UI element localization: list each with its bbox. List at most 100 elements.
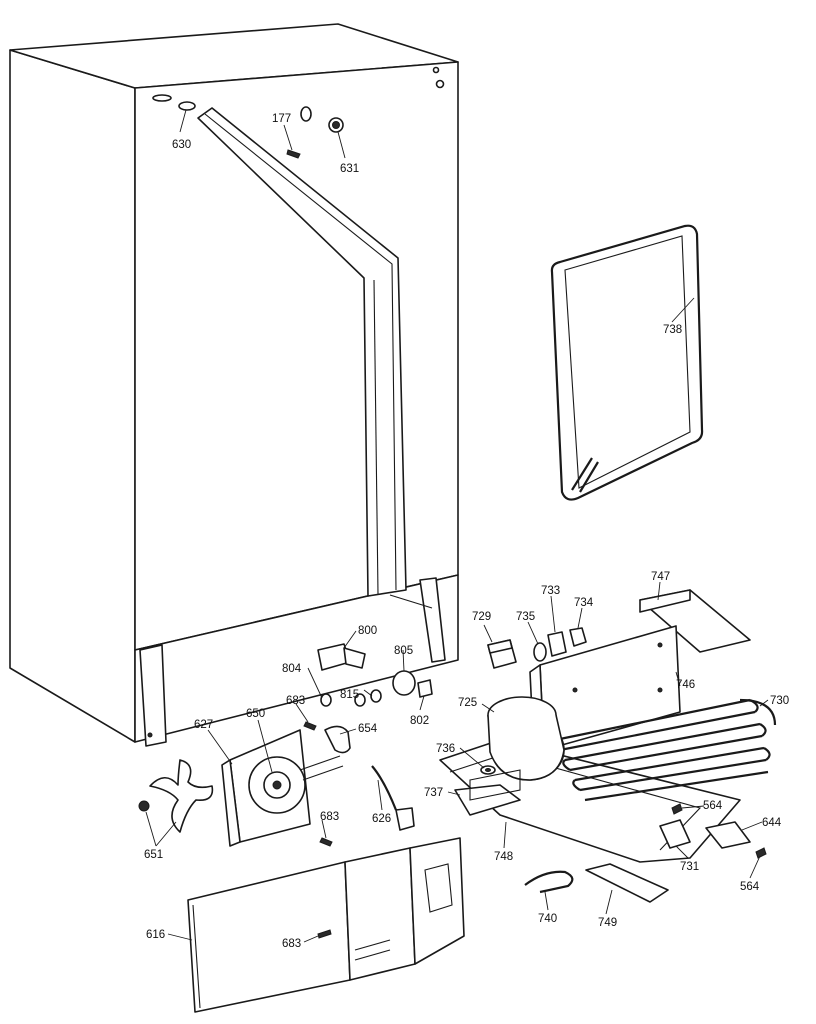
part-740-clip — [524, 870, 574, 894]
cover-left-panel — [187, 861, 351, 1013]
heater-loop-inner — [564, 235, 691, 489]
part-564-screw-a — [671, 803, 683, 815]
motor-leads — [299, 755, 344, 781]
callout-627: 627 — [194, 719, 213, 731]
drain-trough-edge — [204, 113, 397, 591]
grommet-hole — [485, 768, 491, 772]
cabinet-lower-back — [134, 574, 459, 743]
callout-731: 731 — [680, 861, 699, 873]
leader-lines — [145, 109, 769, 943]
callout-749: 749 — [598, 917, 617, 929]
callout-630: 630 — [172, 139, 191, 151]
callout-725: 725 — [458, 697, 477, 709]
heater-loop-leads — [571, 457, 599, 493]
callout-805: 805 — [394, 645, 413, 657]
callout-800: 800 — [358, 625, 377, 637]
part-683-screw-a — [303, 721, 317, 731]
cover-edge — [192, 904, 201, 1009]
part-564-screw-b — [755, 847, 767, 859]
part-631-plug-center — [332, 121, 340, 129]
part-644-bracket — [705, 821, 751, 849]
part-626-plug — [395, 807, 415, 831]
callout-683-lower: 683 — [282, 938, 301, 950]
callout-labels: 630 177 631 738 747 733 734 735 729 800 … — [144, 113, 789, 950]
callout-802: 802 — [410, 715, 429, 727]
part-651-nut — [138, 800, 150, 812]
part-729-relay-top — [487, 639, 513, 654]
callout-746: 746 — [676, 679, 695, 691]
part-731-bracket — [659, 819, 691, 849]
shroud-hole — [572, 687, 578, 693]
callout-564-lower: 564 — [740, 881, 760, 893]
part-805-fitting — [392, 670, 416, 696]
drain-trough-edge-inner — [373, 279, 379, 595]
callout-804: 804 — [282, 663, 302, 675]
part-802-clamp — [417, 679, 433, 698]
callout-651: 651 — [144, 849, 163, 861]
part-747-shelf-edge — [639, 589, 691, 613]
part-748-base-pan — [439, 739, 741, 863]
callout-748: 748 — [494, 851, 513, 863]
cabinet-side-panel — [9, 49, 136, 743]
motor-shaft — [272, 780, 282, 790]
callout-730: 730 — [770, 695, 789, 707]
callout-740: 740 — [538, 913, 557, 925]
condenser-bends-right — [749, 699, 771, 761]
part-736-grommet — [480, 765, 496, 775]
leg-edge-line — [389, 594, 433, 609]
part-738-heater-loop — [550, 224, 704, 501]
callout-654: 654 — [358, 723, 378, 735]
part-815-washer-1 — [354, 693, 366, 707]
part-177-screw — [286, 149, 301, 159]
bracket-flange — [221, 759, 241, 847]
heater-loop-outer — [550, 224, 704, 501]
callout-616: 616 — [146, 929, 165, 941]
callout-564-upper: 564 — [703, 800, 723, 812]
part-651-fan-blade — [149, 759, 214, 833]
condenser-assembly — [529, 589, 751, 755]
part-800-valve-outlet — [343, 647, 366, 669]
refrigerator-cabinet — [9, 23, 459, 747]
callout-683-upper: 683 — [286, 695, 305, 707]
callout-644: 644 — [762, 817, 782, 829]
part-626-harness-wire — [371, 765, 398, 811]
callout-729: 729 — [472, 611, 491, 623]
compressor-electricals — [487, 627, 587, 669]
callout-177: 177 — [272, 113, 291, 125]
cabinet-hole — [432, 66, 440, 74]
cover-slot — [354, 939, 391, 951]
part-734-cover — [569, 627, 587, 647]
part-616-access-cover — [187, 837, 465, 1013]
callout-631: 631 — [340, 163, 359, 175]
cabinet-rear-leg — [419, 577, 446, 663]
lower-small-parts — [524, 803, 767, 903]
part-683-screw-b — [319, 837, 333, 847]
callout-735: 735 — [516, 611, 535, 623]
shroud-hole — [657, 687, 663, 693]
callout-734: 734 — [574, 597, 594, 609]
callout-737: 737 — [424, 787, 443, 799]
callout-747: 747 — [651, 571, 670, 583]
part-815-washer-2 — [370, 689, 382, 703]
cabinet-front-leg — [139, 644, 167, 747]
cover-right-panel — [409, 837, 465, 965]
cabinet-hole — [152, 94, 172, 102]
part-749-plate — [585, 863, 669, 903]
callout-683-middle: 683 — [320, 811, 339, 823]
part-733-clip — [547, 631, 567, 657]
cover-slot — [354, 949, 391, 961]
cover-vent-cutout — [424, 863, 453, 913]
part-654-bracket — [324, 725, 351, 754]
callout-626: 626 — [372, 813, 391, 825]
part-725-compressor — [469, 696, 565, 801]
condenser-tubes — [554, 698, 769, 802]
callout-733: 733 — [541, 585, 560, 597]
part-730-condenser-coil — [552, 698, 777, 802]
callout-650: 650 — [246, 708, 265, 720]
compressor-foot — [469, 769, 521, 801]
water-valve-assembly — [317, 643, 433, 707]
part-735-overload — [533, 642, 547, 662]
cabinet-hole — [300, 106, 312, 122]
shroud-hole — [657, 642, 663, 648]
